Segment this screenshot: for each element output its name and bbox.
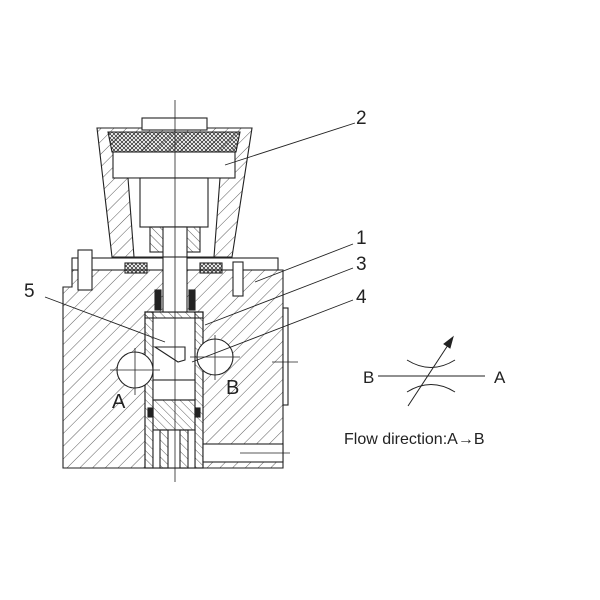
part-label-3: 3 (356, 254, 367, 275)
symbol-label-b: B (363, 368, 374, 387)
part-label-1: 1 (356, 228, 367, 249)
part-label-2: 2 (356, 108, 367, 129)
port-label-b: B (226, 377, 239, 399)
part-label-5: 5 (24, 281, 35, 302)
symbol-label-a: A (494, 368, 506, 387)
port-label-a: A (112, 391, 126, 413)
throttle-valve-symbol (378, 335, 485, 407)
leader-lines (44, 122, 356, 363)
part-label-4: 4 (356, 287, 367, 308)
center-lines (110, 100, 298, 482)
flow-direction-caption: Flow direction:A→B (344, 431, 485, 448)
valve-body (62, 226, 289, 469)
adjusting-knob (96, 117, 253, 258)
